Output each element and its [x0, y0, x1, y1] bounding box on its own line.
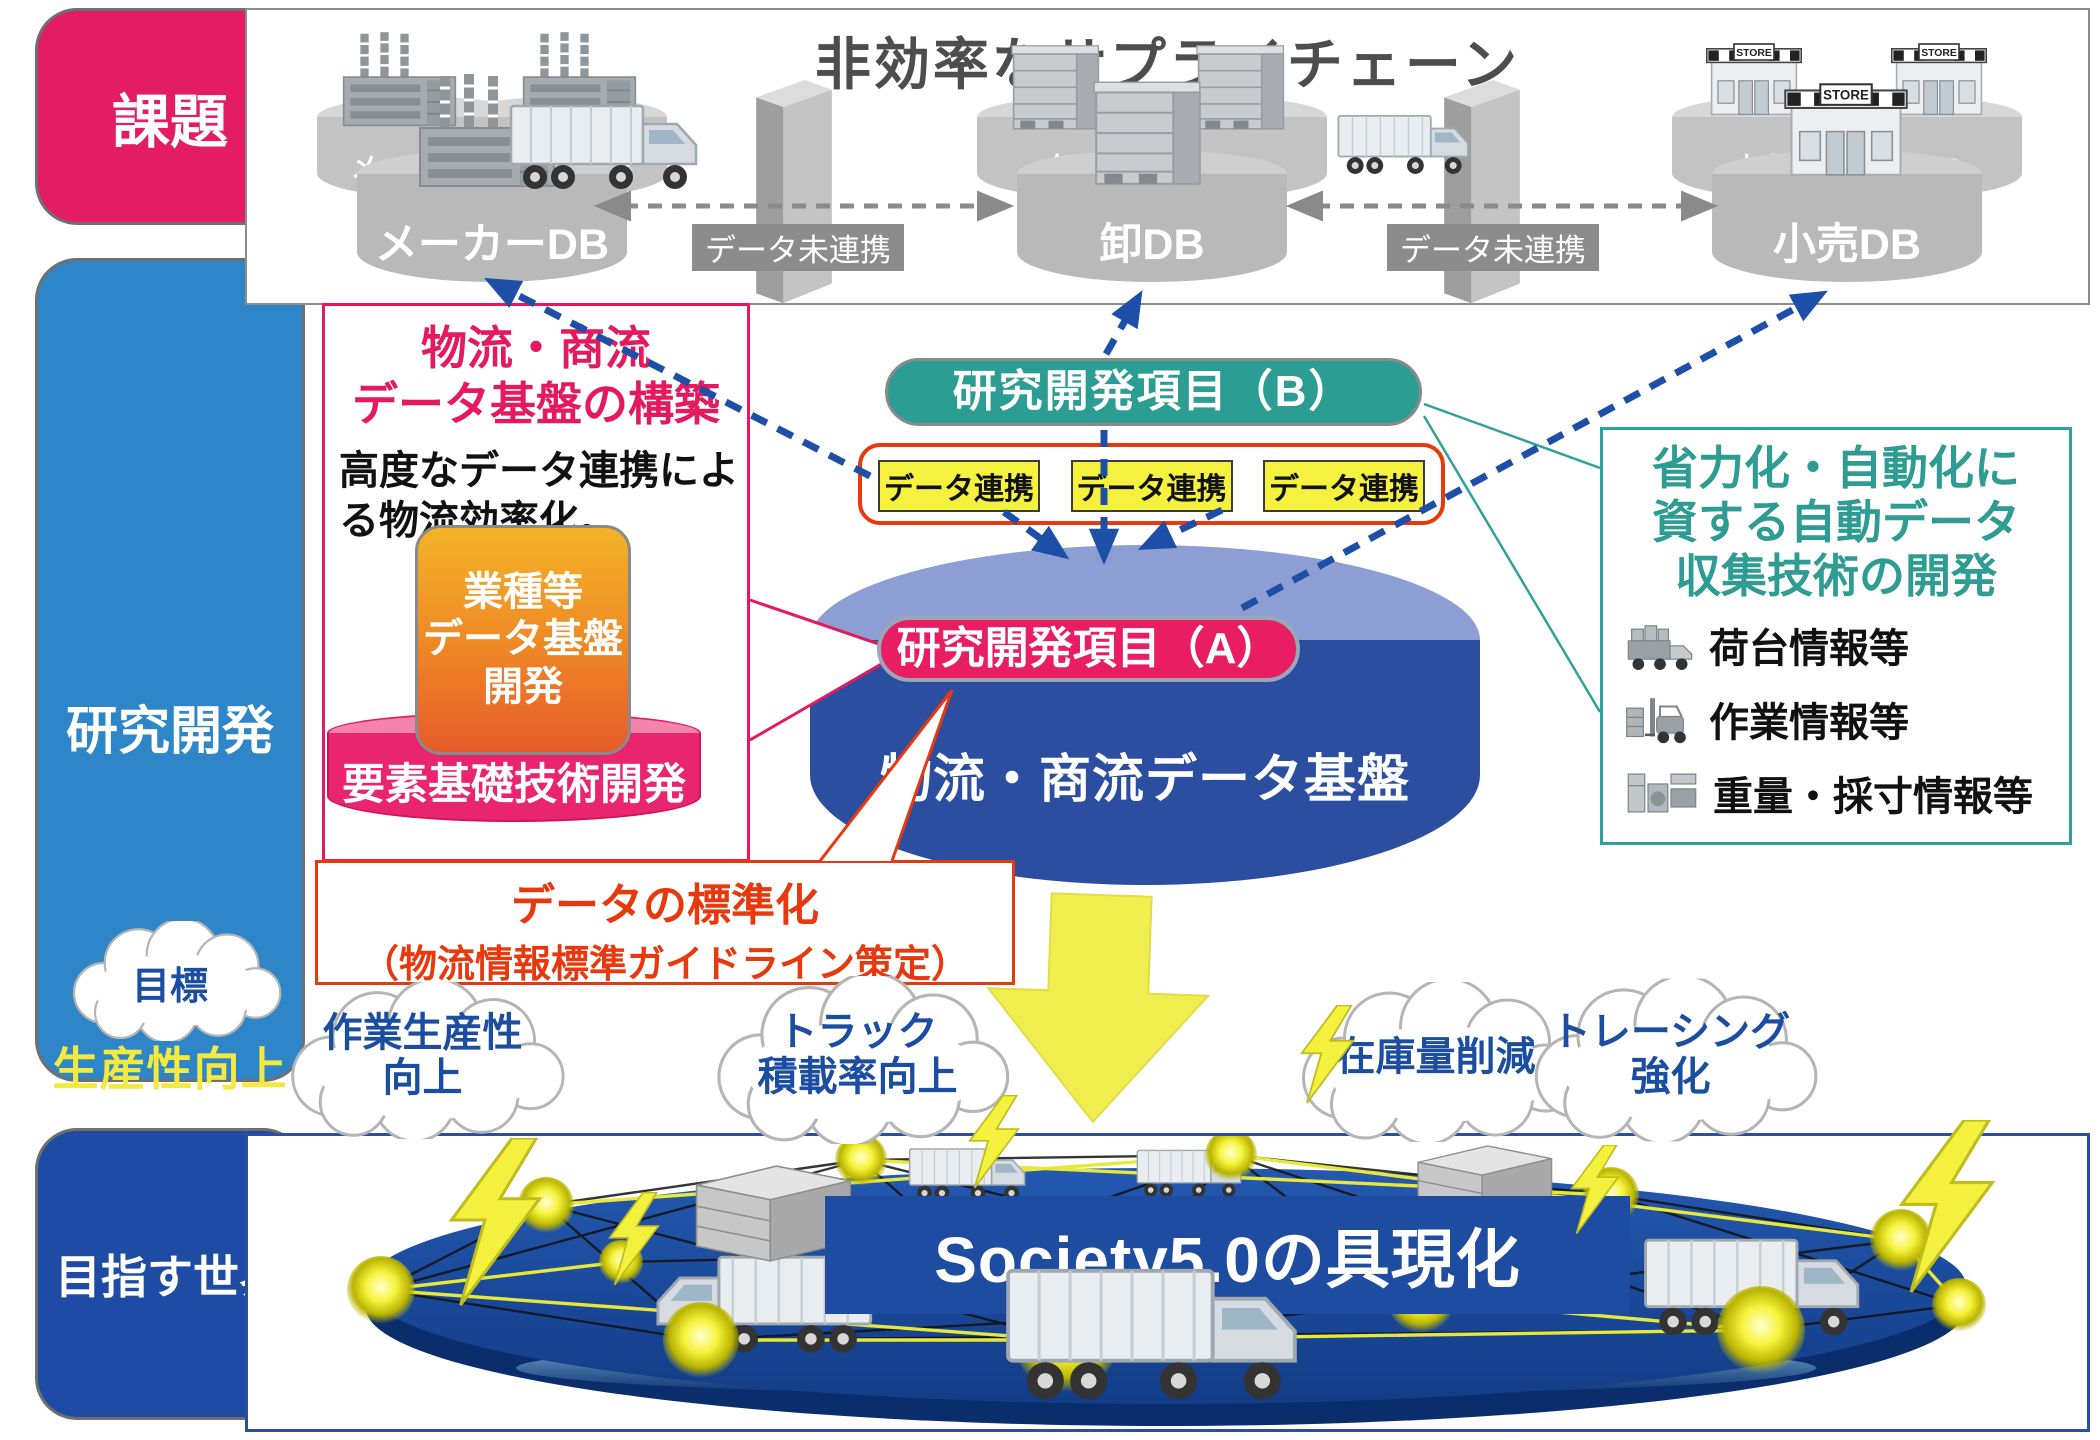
- outcome-cloud-work-productivity: 作業生産性 向上: [275, 978, 570, 1143]
- forklift-icon: [1625, 693, 1695, 745]
- rd-item-b-pill: 研究開発項目（B）: [885, 358, 1422, 426]
- measurement-icon: [1625, 767, 1699, 819]
- industry-data-platform-box: 業種等 データ基盤 開発: [415, 525, 631, 755]
- down-arrow: [986, 892, 1211, 1124]
- auto-item-work: 作業情報等: [1625, 687, 2069, 751]
- no-data-link-text: データ未連携: [1400, 233, 1586, 268]
- cloud-text: 作業生産性: [322, 1010, 523, 1055]
- auto-item-cargo: 荷台情報等: [1625, 613, 2069, 677]
- auto-box-title-line1: 省力化・自動化に: [1652, 442, 2020, 494]
- rd-item-a-pill: 研究開発項目（A）: [877, 616, 1300, 682]
- db-cluster-wholesale: 卸DB 卸DB 卸DB: [962, 52, 1342, 302]
- wholesale-db-label: 卸DB: [1099, 221, 1205, 269]
- warehouse-icon: [1082, 68, 1214, 190]
- issue-text: 課題: [111, 89, 228, 155]
- retail-db-cylinder: 小売DB: [1712, 150, 1982, 282]
- cloud-text: 強化: [1630, 1055, 1711, 1099]
- construction-title-line1: 物流・商流: [421, 322, 651, 374]
- auto-box-title-line2: 資する自動データ: [1652, 495, 2020, 548]
- standardization-line1: データの標準化: [511, 881, 819, 930]
- no-data-link-text: データ未連携: [705, 233, 891, 268]
- cloud-text: 積載率向上: [757, 1055, 958, 1099]
- rd-item-b-text: 研究開発項目（B）: [952, 367, 1355, 416]
- data-link-text: データ連携: [1269, 473, 1419, 506]
- element-technology-cylinder: 要素基礎技術開発: [327, 712, 701, 822]
- data-link-text: データ連携: [1076, 473, 1227, 506]
- industry-box-line2: データ基盤: [423, 617, 623, 662]
- outcome-cloud-tracing: トレーシング 強化: [1518, 975, 1823, 1145]
- data-link-group: データ連携 データ連携 データ連携: [858, 443, 1445, 525]
- db-cluster-retail: 小売DB 小売DB 小売DB: [1657, 52, 2037, 302]
- auto-item-cargo-label: 荷台情報等: [1709, 627, 1909, 672]
- element-technology-label: 要素基礎技術開発: [342, 761, 686, 809]
- maker-db-label: メーカーDB: [374, 221, 610, 269]
- goal-text: 目標: [131, 966, 208, 1008]
- truck-icon: [509, 98, 709, 193]
- cloud-text: トレーシング: [1550, 1010, 1791, 1055]
- cloud-text: 向上: [382, 1055, 463, 1100]
- store-icon: [1779, 74, 1913, 182]
- auto-item-work-label: 作業情報等: [1709, 701, 1909, 746]
- retail-db-label: 小売DB: [1772, 221, 1922, 269]
- auto-item-measure: 重量・採寸情報等: [1625, 761, 2069, 825]
- logistics-data-platform-cylinder: 物流・商流データ基盤: [810, 545, 1480, 885]
- rd-item-a-text: 研究開発項目（A）: [896, 624, 1281, 673]
- auto-item-measure-label: 重量・採寸情報等: [1713, 775, 2033, 820]
- data-link-box: データ連携: [1070, 460, 1233, 512]
- no-data-link-badge: データ未連携: [1387, 224, 1599, 271]
- barrier-wall-icon: [747, 78, 842, 306]
- cloud-text: 在庫量削減: [1335, 1034, 1536, 1079]
- truck-icon: [1337, 110, 1477, 177]
- construction-body-line1: 高度なデータ連携によ: [339, 449, 739, 494]
- industry-box-line1: 業種等: [463, 570, 583, 615]
- truck-icon: [1005, 1258, 1315, 1406]
- industry-box-line3: 開発: [483, 664, 563, 709]
- productivity-text: 生産性向上: [52, 1043, 288, 1095]
- section-label-rd: 研究開発 目標 生産性向上: [35, 258, 305, 1095]
- auto-box-title-line3: 収集技術の開発: [1675, 549, 1997, 602]
- cloud-text: トラック: [777, 1010, 938, 1055]
- cargo-truck-icon: [1625, 619, 1695, 671]
- data-standardization-box: データの標準化 （物流情報標準ガイドライン策定）: [315, 860, 1015, 986]
- data-link-box: データ連携: [878, 460, 1040, 512]
- outcome-cloud-truck-load: トラック 積載率向上: [700, 975, 1015, 1145]
- data-link-box: データ連携: [1263, 460, 1425, 512]
- auto-data-collection-box: 省力化・自動化に 資する自動データ 収集技術の開発 荷台情報等 作業情報等 重量…: [1600, 427, 2072, 845]
- outcome-cloud-inventory: 在庫量削減: [1268, 982, 1603, 1142]
- society-banner: Society5.0の具現化: [825, 1196, 1630, 1314]
- data-link-text: データ連携: [884, 473, 1034, 506]
- supply-chain-panel: 非効率なサプライチェーン メーカーDB メーカーDB メーカーDB 卸: [245, 8, 2090, 305]
- no-data-link-badge: データ未連携: [692, 224, 904, 271]
- rd-text: 研究開発: [65, 703, 274, 761]
- construction-title-line2: データ基盤の構築: [352, 378, 720, 431]
- platform-label: 物流・商流データ基盤: [879, 751, 1410, 809]
